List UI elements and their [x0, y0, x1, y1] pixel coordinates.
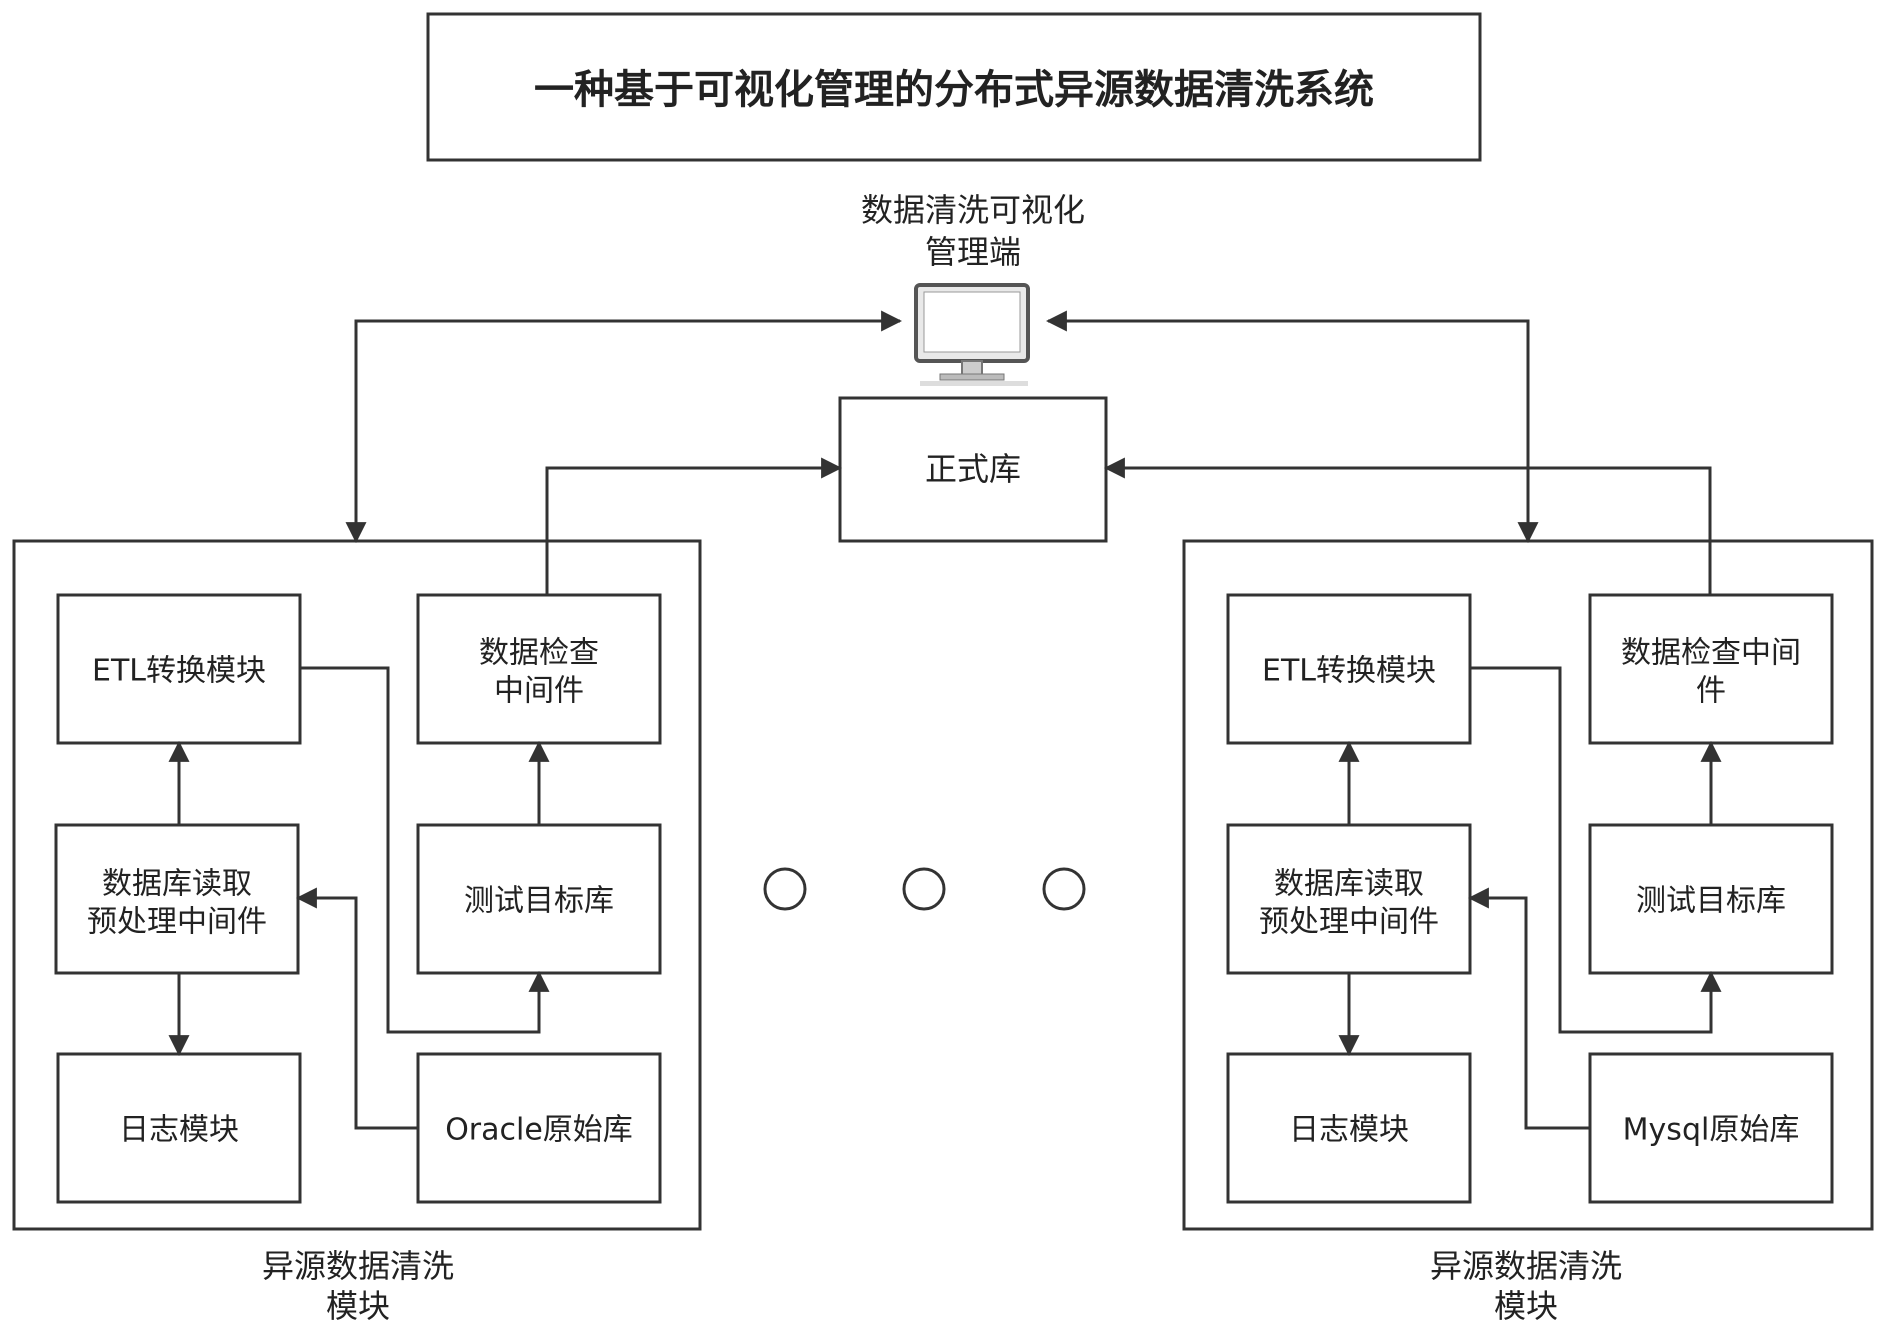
right-module-caption-line2: 模块	[1494, 1287, 1558, 1325]
right-check-label-line2: 件	[1696, 674, 1726, 709]
right-source-to-reader-arrow	[1467, 887, 1590, 1130]
circle-icon	[902, 867, 946, 911]
circle-icon	[763, 867, 807, 911]
left-check-label-line2: 中间件	[494, 674, 584, 709]
right-reader-box	[1226, 823, 1472, 975]
admin-label-line1: 数据清洗可视化	[861, 191, 1085, 229]
left-reader-box	[54, 823, 300, 975]
left-etl-label: ETL转换模块	[92, 654, 266, 689]
right-test-db-box	[1588, 823, 1834, 975]
admin-left-connector	[345, 310, 903, 544]
right-check-label-line1: 数据检查中间	[1621, 636, 1801, 671]
right-log-label: 日志模块	[1289, 1113, 1409, 1148]
left-log-box	[56, 1052, 302, 1204]
admin-label-line2: 管理端	[925, 233, 1021, 271]
left-module-caption-line2: 模块	[326, 1287, 390, 1325]
computer-monitor-icon	[914, 283, 1030, 386]
left-reader-label-line2: 预处理中间件	[87, 905, 267, 940]
right-etl-to-test-arrow	[1470, 666, 1722, 1034]
formal-db-label: 正式库	[925, 450, 1021, 488]
left-etl-to-test-arrow	[300, 666, 550, 1034]
right-etl-box	[1226, 593, 1472, 745]
right-source-db-box	[1588, 1052, 1834, 1204]
admin-right-connector	[1045, 310, 1539, 544]
right-reader-label-line1: 数据库读取	[1274, 867, 1424, 902]
right-source-db-label: Mysql原始库	[1623, 1113, 1800, 1148]
left-test-db-label: 测试目标库	[464, 884, 614, 919]
left-log-label: 日志模块	[119, 1113, 239, 1148]
left-check-label-line1: 数据检查	[479, 636, 599, 671]
left-source-to-reader-arrow	[295, 887, 418, 1130]
right-check-box	[1588, 593, 1834, 745]
right-module-caption-line1: 异源数据清洗	[1430, 1247, 1622, 1285]
right-check-to-formal-arrow	[1103, 457, 1712, 595]
left-source-db-label: Oracle原始库	[445, 1113, 633, 1148]
right-log-box	[1226, 1052, 1472, 1204]
diagram-title: 一种基于可视化管理的分布式异源数据清洗系统	[534, 67, 1374, 113]
right-etl-label: ETL转换模块	[1262, 654, 1436, 689]
title-box	[426, 12, 1482, 162]
left-check-to-formal-arrow	[545, 457, 843, 595]
right-test-db-label: 测试目标库	[1636, 884, 1786, 919]
right-reader-label-line2: 预处理中间件	[1259, 905, 1439, 940]
circle-icon	[1042, 867, 1086, 911]
left-module-caption-line1: 异源数据清洗	[262, 1247, 454, 1285]
left-reader-label-line1: 数据库读取	[102, 867, 252, 902]
